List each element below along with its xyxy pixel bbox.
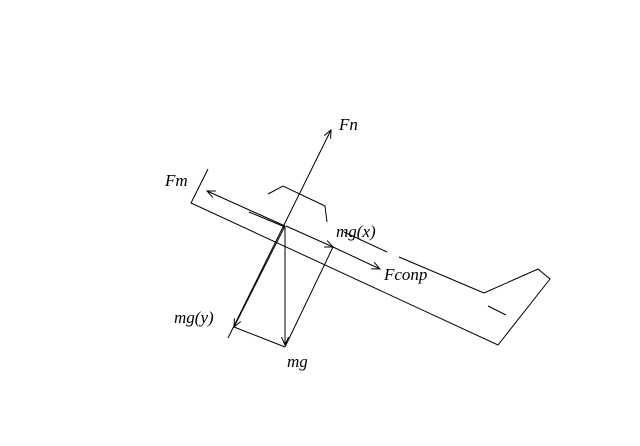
- airplane-upper-edge: [343, 231, 388, 253]
- label-fn: Fn: [338, 115, 358, 134]
- force-vectors: [207, 130, 380, 348]
- force-fn-arrow: [227, 130, 331, 339]
- force-mgx-arrow: [285, 225, 333, 247]
- label-mgx: mg(x): [336, 222, 376, 241]
- label-fm: Fm: [164, 171, 188, 190]
- force-mgy-arrow: [234, 225, 286, 327]
- airplane-cockpit: [267, 185, 328, 223]
- construction-line: [284, 246, 334, 348]
- airplane-wing: [248, 211, 286, 228]
- force-fconp-arrow: [332, 246, 380, 269]
- airplane-upper-edge: [398, 256, 485, 294]
- construction-line: [233, 326, 286, 348]
- label-mg: mg: [287, 352, 308, 371]
- airplane-tail-mark: [487, 305, 507, 316]
- force-labels: Fn Fm mg(x) Fconp mg(y) mg: [164, 115, 427, 371]
- label-fconp: Fconp: [383, 265, 427, 284]
- airplane: [190, 168, 551, 346]
- force-fm-arrow: [207, 191, 286, 227]
- label-mgy: mg(y): [174, 308, 214, 327]
- airplane-fuselage: [190, 168, 551, 346]
